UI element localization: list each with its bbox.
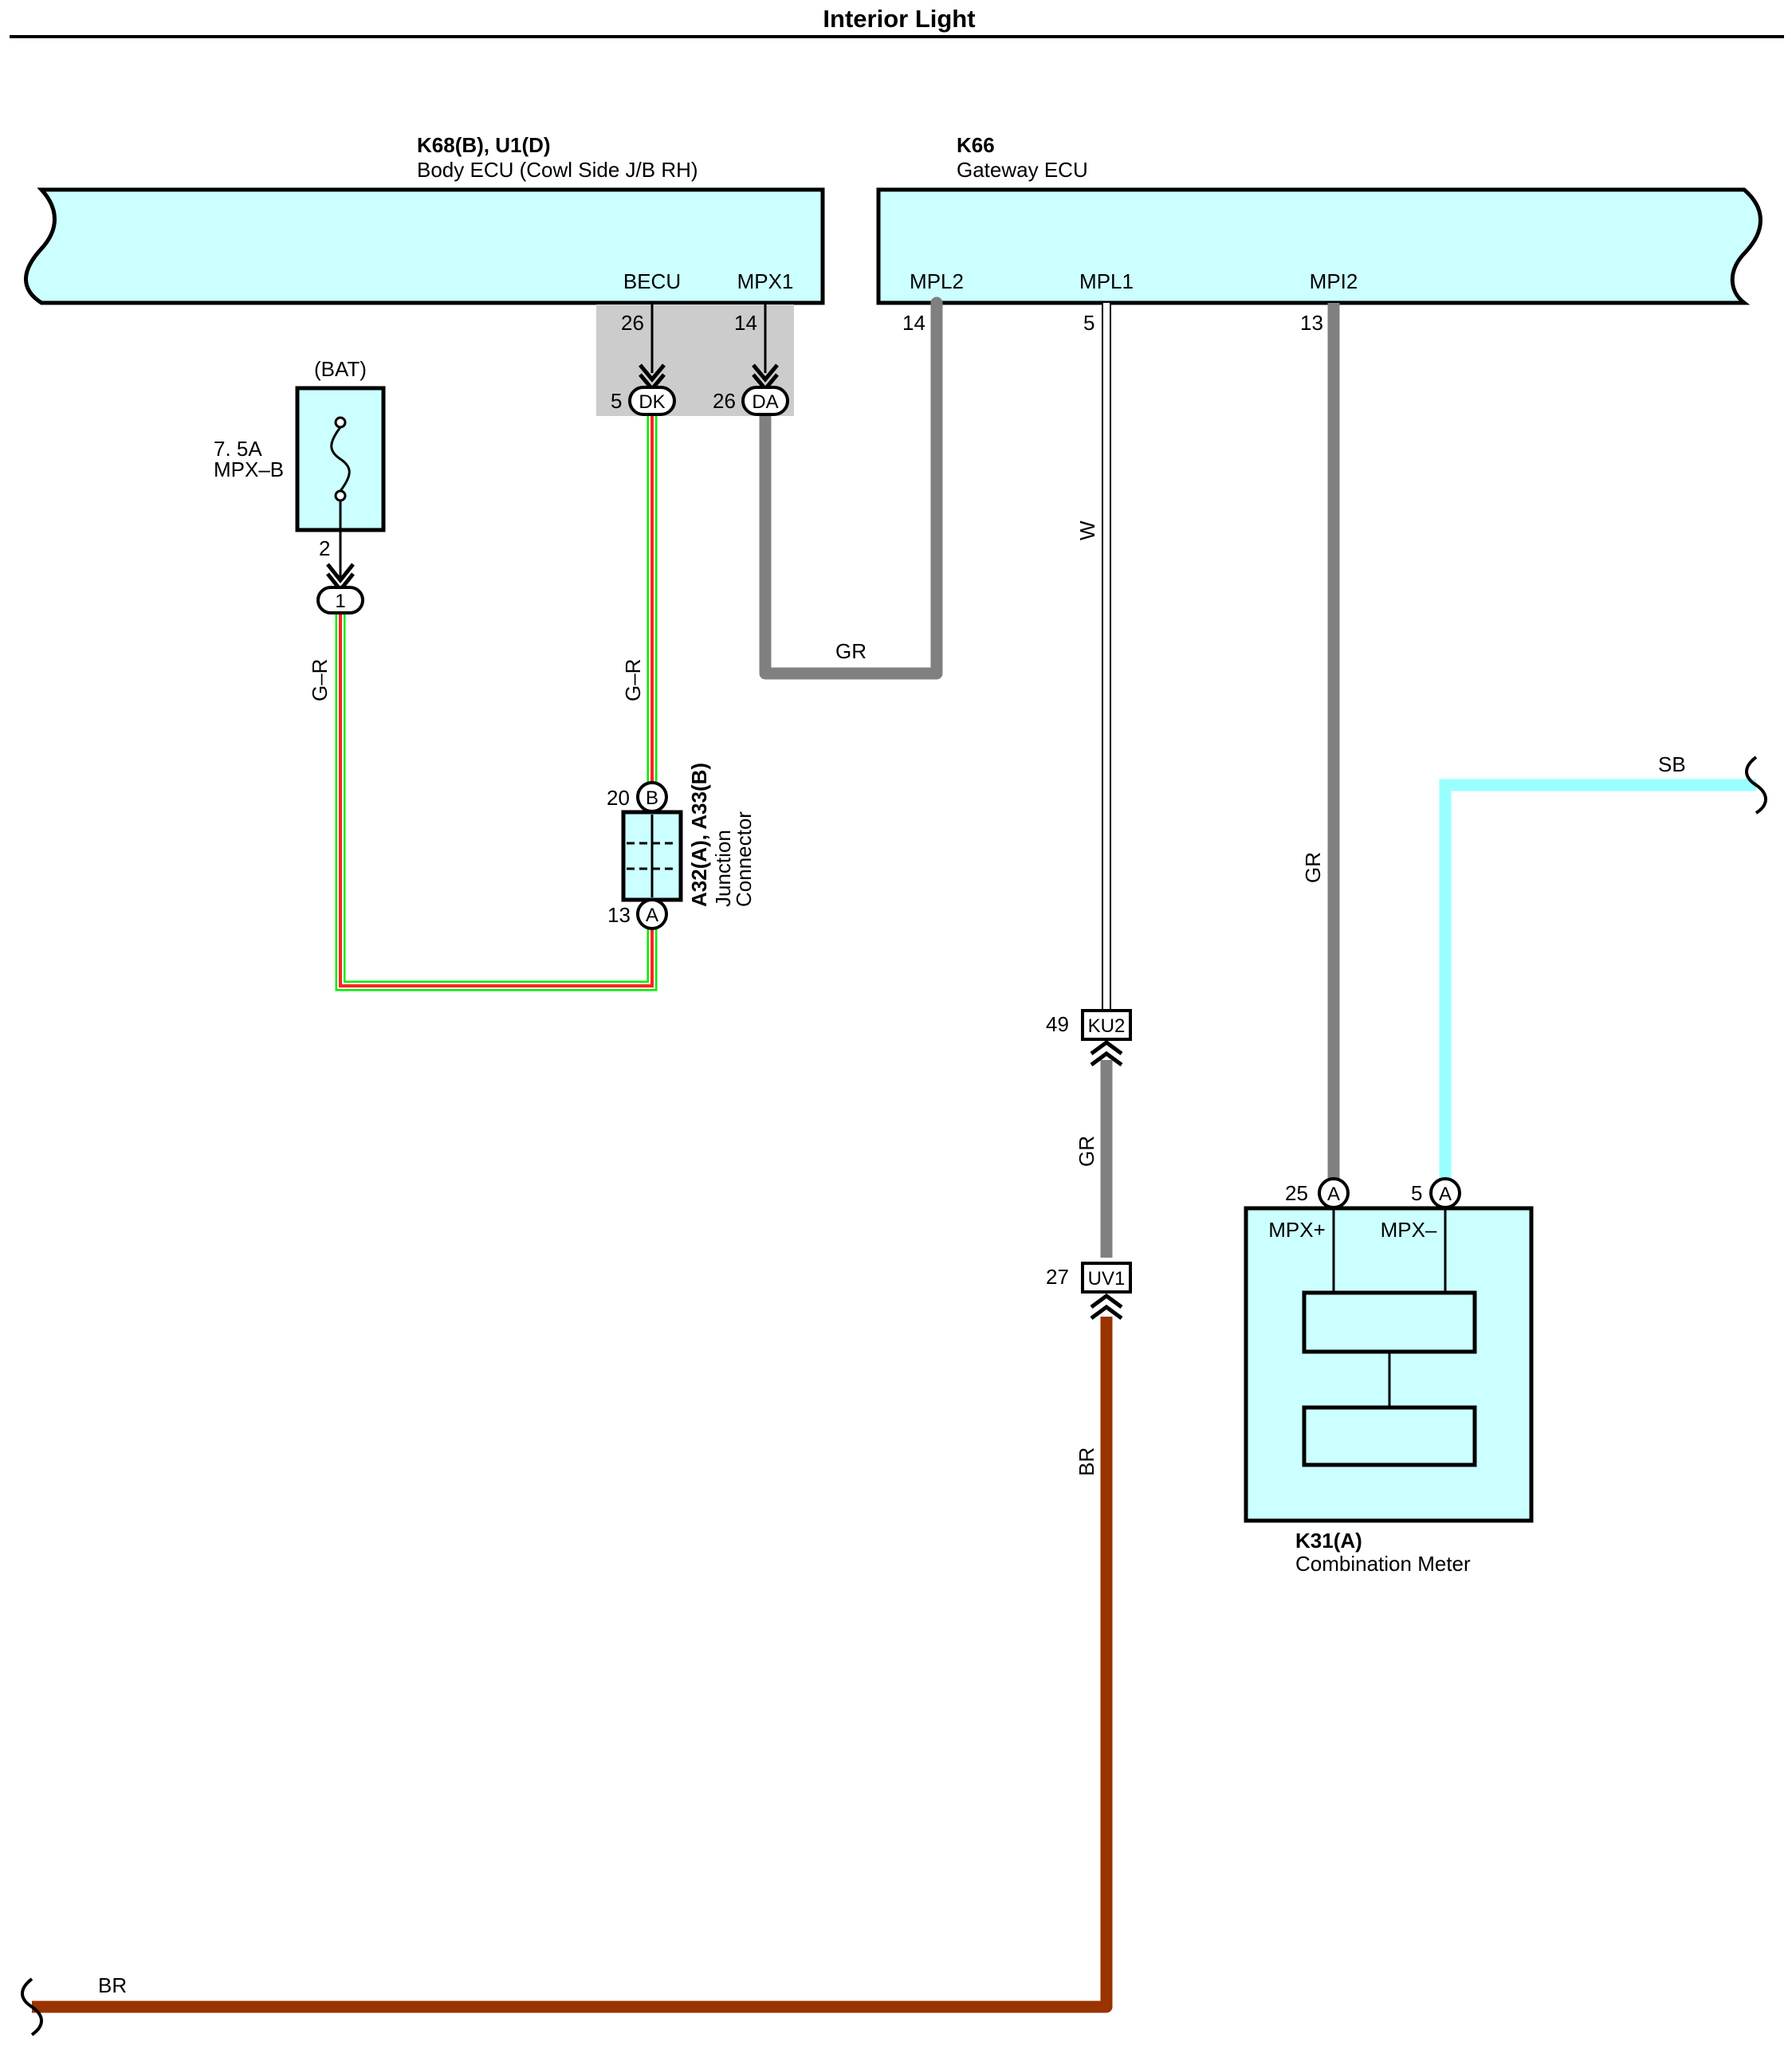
da-connector: [741, 386, 789, 416]
connector-ku2: KU2 49: [1046, 1009, 1132, 1067]
pin-label-mpl2: MPL2: [910, 269, 964, 293]
uv1-pin-number: 27: [1046, 1265, 1069, 1289]
wire-label-gr-left: G–R: [308, 659, 332, 701]
mpl1-pin-number: 5: [1083, 311, 1094, 335]
wire-sb: [1439, 779, 1756, 1181]
wire-label-br-bottom: BR: [98, 1973, 127, 1997]
wire-gr-fuse-outer: [335, 614, 658, 991]
fuse-element: [330, 426, 351, 492]
wire-label-br-vertical: BR: [1075, 1447, 1098, 1476]
fuse-mpx-b: (BAT) 7. 5A MPX–B 2 1: [214, 357, 386, 614]
junction-pin-a-number: 13: [607, 903, 631, 927]
ku2-connector: [1081, 1009, 1132, 1041]
uv1-connector-label: UV1: [1088, 1268, 1126, 1290]
fuse-name: MPX–B: [214, 457, 284, 481]
meter-pin-label-mpx-plus: MPX+: [1268, 1218, 1326, 1242]
junction-code: A32(A), A33(B): [687, 763, 711, 907]
da-connector-label: DA: [752, 391, 778, 413]
gateway-ecu-box: [876, 187, 1763, 305]
fuse-out-pin: 2: [319, 536, 330, 560]
meter-name: Combination Meter: [1295, 1552, 1471, 1576]
meter-pin-mpx-plus-label: A: [1327, 1184, 1340, 1205]
junction-pin-b-label: B: [646, 787, 658, 809]
body-ecu: K68(B), U1(D) Body ECU (Cowl Side J/B RH…: [24, 133, 825, 305]
wire-gr-fuse-gap: [337, 614, 655, 989]
gateway-ecu-name: Gateway ECU: [957, 158, 1088, 182]
fuse-source: (BAT): [314, 357, 367, 381]
da-pin-number: 26: [713, 389, 736, 413]
connector-da: 14 DA 26: [713, 303, 789, 416]
br-break-mark: [21, 1977, 43, 2036]
pin-label-mpi2: MPI2: [1310, 269, 1358, 293]
wire-label-gr-mid: G–R: [621, 659, 645, 701]
dk-connector: [628, 386, 676, 416]
junction-pin-a-label: A: [646, 905, 658, 926]
fuse-connector: [316, 586, 364, 614]
junction-line1: Junction: [711, 830, 735, 907]
pin-label-mpl1: MPL1: [1079, 269, 1134, 293]
fuse-rating: 7. 5A: [214, 437, 262, 461]
mpi2-pin-number: 13: [1300, 311, 1323, 335]
connector-dk: 26 DK 5: [611, 303, 676, 416]
body-ecu-name: Body ECU (Cowl Side J/B RH): [417, 158, 698, 182]
fuse-terminal-top: [334, 416, 347, 429]
junction-pin-a: [636, 898, 668, 930]
meter-code: K31(A): [1295, 1529, 1362, 1553]
wire-label-gr-mpi2: GR: [1301, 852, 1325, 883]
dk-connector-label: DK: [639, 391, 665, 413]
mpx1-pin-number: 14: [734, 311, 757, 335]
wire-label-sb: SB: [1658, 752, 1686, 776]
ku2-arrow: [1090, 1039, 1123, 1067]
dk-pin-number: 5: [611, 389, 622, 413]
ku2-connector-label: KU2: [1088, 1015, 1126, 1037]
wire-label-gr-ku2: GR: [1075, 1136, 1098, 1167]
uv1-arrow: [1090, 1293, 1123, 1321]
pin-label-mpx1: MPX1: [737, 269, 794, 293]
meter-pin-mpx-minus-label: A: [1439, 1184, 1452, 1205]
body-ecu-box: [24, 187, 825, 305]
junction-pin-b-number: 20: [607, 786, 630, 810]
wire-gr-da-mpl2: [759, 296, 943, 680]
combination-meter: A 25 A 5 MPX+ MPX– K31(A) Combination Me…: [1244, 1177, 1534, 1576]
meter-pin-mpx-minus-number: 5: [1411, 1181, 1422, 1205]
wire-br: [32, 1317, 1113, 2013]
wire-label-w: W: [1075, 520, 1099, 540]
junction-line2: Connector: [732, 811, 756, 907]
becu-pin-number: 26: [621, 311, 644, 335]
meter-module-lower: [1302, 1405, 1477, 1467]
mpl2-pin-number: 14: [902, 311, 925, 335]
gateway-ecu: K66 Gateway ECU MPL2 MPL1 MPI2: [876, 133, 1763, 305]
gateway-ecu-code: K66: [957, 133, 995, 157]
page-title: Interior Light: [823, 5, 975, 33]
wire-gr-fuse-stripe: [339, 614, 654, 987]
meter-pin-mpx-plus-number: 25: [1285, 1181, 1308, 1205]
pin-label-becu: BECU: [623, 269, 681, 293]
body-ecu-code: K68(B), U1(D): [417, 133, 551, 157]
sb-break-mark: [1745, 756, 1767, 815]
junction-connector: B 20 A 13 A32(A), A33(B) Junction Connec…: [607, 763, 756, 930]
meter-pin-label-mpx-minus: MPX–: [1381, 1218, 1437, 1242]
uv1-connector: [1081, 1262, 1132, 1294]
fuse-terminal-bottom: [334, 489, 347, 502]
wire-label-gr-da: GR: [835, 639, 867, 663]
connector-uv1: UV1 27: [1046, 1262, 1132, 1321]
fuse-connector-label: 1: [335, 591, 345, 612]
ku2-pin-number: 49: [1046, 1012, 1069, 1036]
